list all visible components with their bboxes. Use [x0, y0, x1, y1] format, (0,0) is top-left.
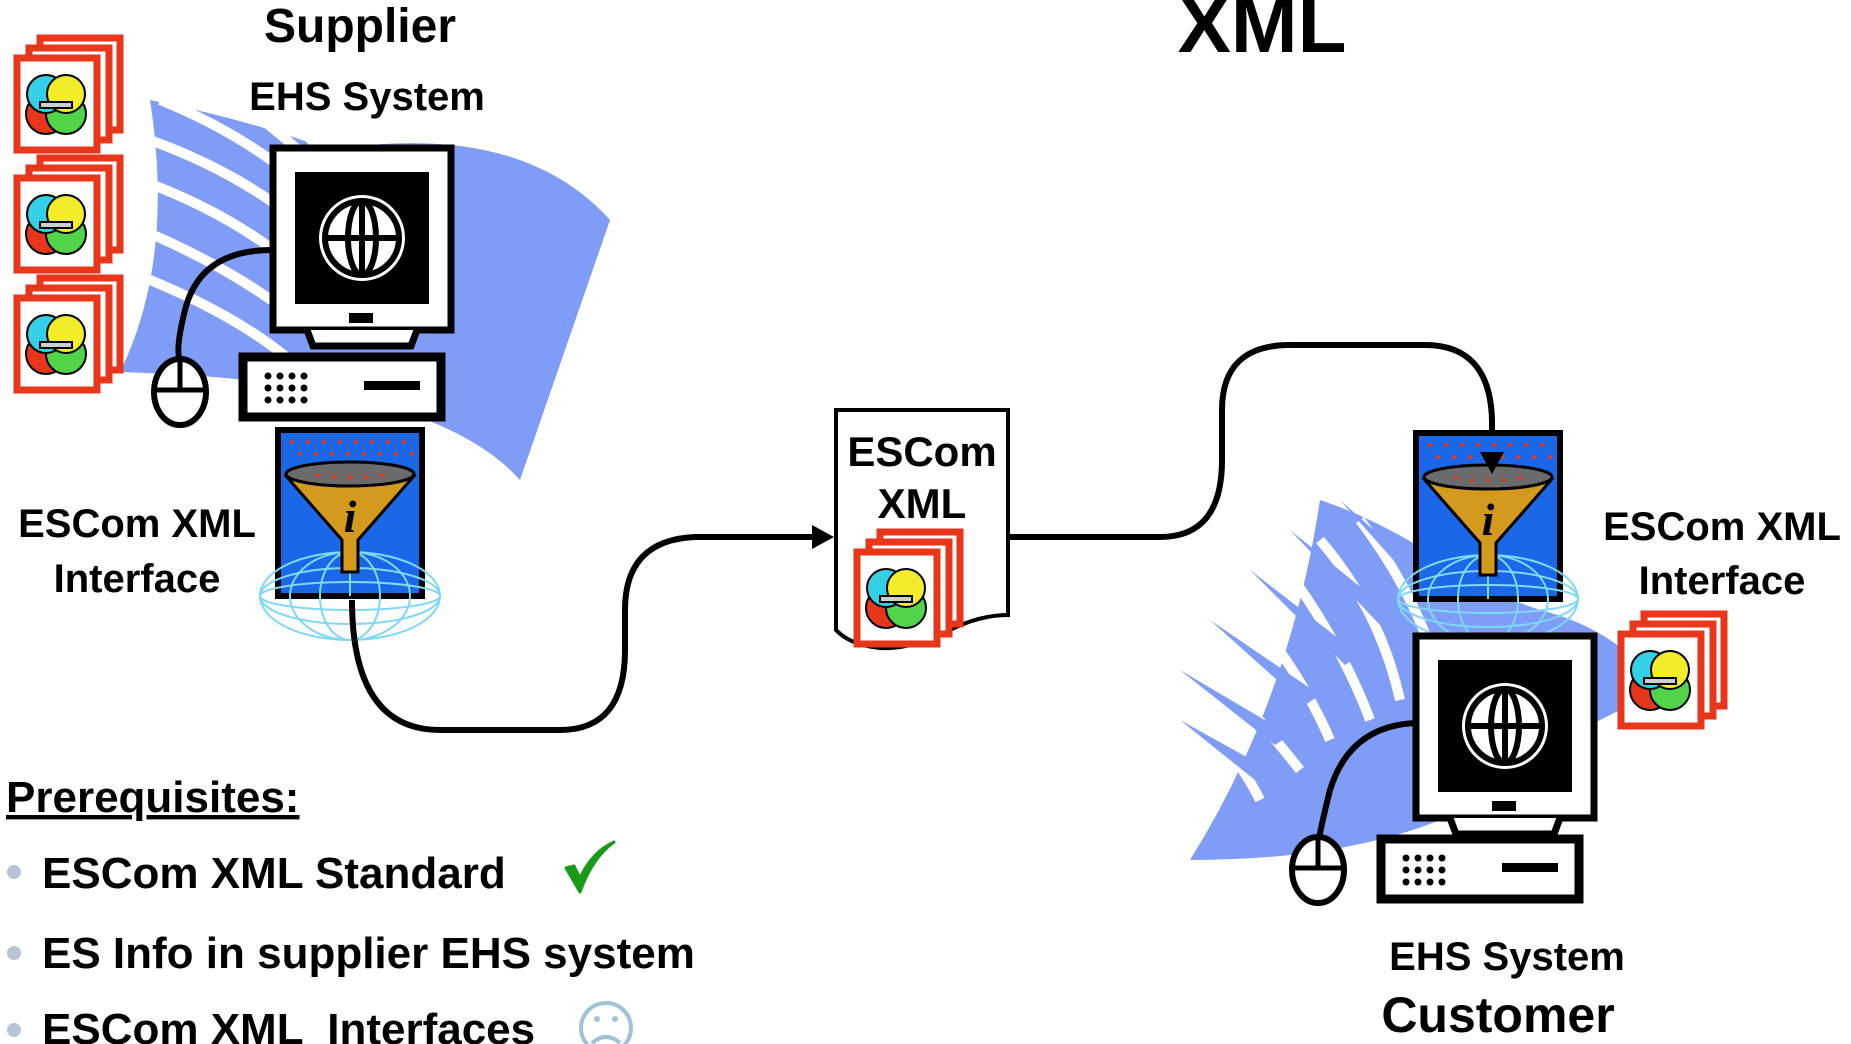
arrowhead-to-document-icon: [812, 525, 834, 549]
customer-system-label: EHS System: [1389, 935, 1625, 979]
connector-supplier-to-document: [349, 534, 820, 733]
supplier-mouse-cable: [175, 247, 273, 362]
supplier-heading: Supplier: [264, 0, 456, 53]
connector-document-to-customer: [1008, 342, 1495, 540]
customer-interface-label-line1: ESCom XML: [1603, 505, 1841, 549]
prerequisite-item: ESCom XML Interfaces: [7, 1001, 633, 1044]
customer-monitor-icon: [1416, 636, 1594, 834]
prerequisite-text: ESCom XML Standard: [42, 849, 506, 898]
customer-interface-label-line2: Interface: [1639, 559, 1806, 603]
prerequisite-item: ESCom XML Standard: [7, 840, 616, 898]
document-doc-stack-icon: [857, 532, 960, 644]
customer-mouse-cable: [1315, 720, 1418, 846]
document-label-line1: ESCom: [847, 428, 996, 475]
customer-doc-stack-icon: [1621, 614, 1724, 726]
prerequisite-text: ESCom XML Interfaces: [42, 1005, 535, 1044]
sad-face-icon: [579, 1001, 633, 1044]
prerequisite-text: ES Info in supplier EHS system: [42, 929, 695, 978]
supplier-doc-stack-2-icon: [17, 158, 120, 270]
supplier-monitor-icon: [273, 148, 451, 346]
supplier-interface-label-line2: Interface: [54, 557, 221, 601]
customer-mouse-icon: [1292, 837, 1344, 903]
prerequisite-item: ES Info in supplier EHS system: [7, 929, 695, 978]
diagram-title: XML: [1178, 0, 1347, 69]
supplier-mouse-icon: [154, 359, 206, 425]
arrowhead-to-customer-icon: [1480, 452, 1504, 474]
customer-cpu-icon: [1380, 838, 1580, 900]
supplier-system-label: EHS System: [249, 75, 485, 119]
supplier-cpu-icon: [242, 356, 442, 418]
supplier-doc-stack-3-icon: [17, 278, 120, 390]
supplier-interface-label-line1: ESCom XML: [18, 502, 256, 546]
customer-fan-rays: [1180, 500, 1430, 780]
prerequisites-heading: Prerequisites:: [6, 773, 299, 822]
document-label-line2: XML: [878, 480, 967, 527]
check-icon: [564, 840, 616, 894]
supplier-doc-stack-1-icon: [17, 38, 120, 150]
customer-heading: Customer: [1381, 987, 1614, 1043]
